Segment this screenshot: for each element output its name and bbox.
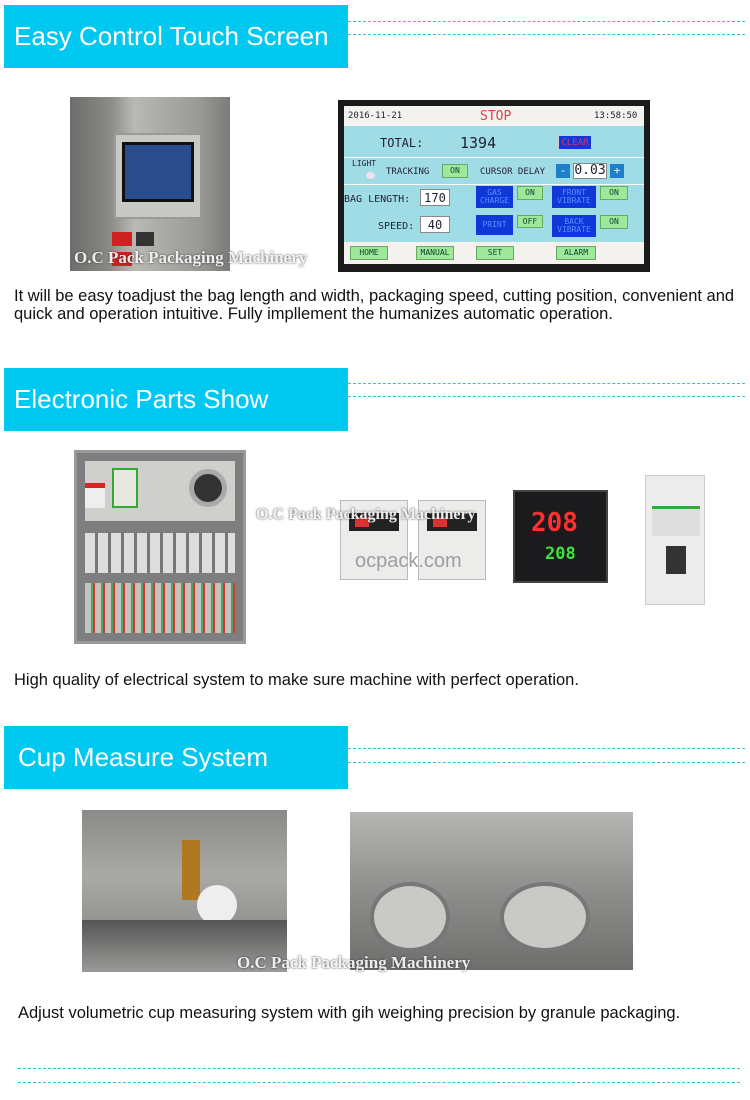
clear-button[interactable]: CLEAR: [558, 135, 592, 150]
screen-time: 13:58:50: [594, 111, 638, 121]
speed-input[interactable]: 40: [420, 216, 450, 233]
divider: [348, 762, 745, 763]
nav-alarm-button[interactable]: ALARM: [556, 246, 596, 260]
delay-minus-button[interactable]: -: [556, 164, 570, 178]
section-banner-electronic-parts: Electronic Parts Show: [4, 368, 348, 431]
electrical-cabinet-photo: [74, 450, 246, 644]
divider: [348, 21, 745, 22]
bag-length-label: BAG LENGTH:: [344, 194, 411, 205]
cup-measure-description: Adjust volumetric cup measuring system w…: [18, 1004, 681, 1022]
print-toggle[interactable]: OFF: [517, 215, 543, 228]
section-banner-cup-measure: Cup Measure System: [4, 726, 348, 789]
divider: [348, 396, 745, 397]
front-vibrate-button[interactable]: FRONT VIBRATE: [552, 186, 596, 208]
watermark: O.C Pack Packaging Machinery: [237, 953, 471, 972]
divider: [348, 383, 745, 384]
nav-home-button[interactable]: HOME: [350, 246, 388, 260]
bag-length-input[interactable]: 170: [420, 189, 450, 206]
pv-value: 208: [531, 508, 578, 538]
cup-measure-sensor-photo: [82, 810, 287, 972]
watermark-url: ocpack.com: [355, 550, 462, 572]
divider: [18, 1082, 740, 1083]
divider: [348, 748, 745, 749]
section-title: Electronic Parts Show: [14, 384, 269, 414]
electronic-parts-description: High quality of electrical system to mak…: [14, 671, 579, 689]
light-label: LIGHT: [352, 159, 377, 168]
temperature-controller-photo: 208 208: [513, 490, 608, 583]
section-title: Cup Measure System: [18, 742, 268, 772]
delay-plus-button[interactable]: +: [610, 164, 624, 178]
total-value: 1394: [460, 134, 497, 152]
total-label: TOTAL:: [380, 136, 424, 150]
watermark: O.C Pack Packaging Machinery: [74, 248, 308, 267]
inverter-photo: [340, 500, 408, 580]
gas-charge-toggle[interactable]: ON: [517, 186, 543, 200]
screen-date: 2016-11-21: [348, 111, 403, 121]
delay-input[interactable]: 0.03: [573, 163, 607, 179]
back-vibrate-button[interactable]: BACK VIBRATE: [552, 215, 596, 237]
inverter-photo: [418, 500, 486, 580]
speed-label: SPEED:: [378, 221, 415, 232]
section-banner-touch-screen: Easy Control Touch Screen: [4, 5, 348, 68]
screen-status: STOP: [480, 109, 512, 124]
cup-measure-disc-photo: [350, 812, 633, 970]
nav-set-button[interactable]: SET: [476, 246, 514, 260]
tracking-label: TRACKING: [386, 167, 430, 177]
divider: [18, 1068, 740, 1069]
machine-control-panel-photo: [70, 97, 230, 271]
touch-screen-display: 2016-11-21 STOP 13:58:50 TOTAL: 1394 CLE…: [338, 100, 650, 272]
nav-manual-button[interactable]: MANUAL: [416, 246, 454, 260]
sv-value: 208: [545, 544, 576, 564]
touch-screen-description: It will be easy toadjust the bag length …: [14, 287, 735, 323]
light-indicator-icon: [366, 172, 375, 179]
divider: [348, 34, 745, 35]
tracking-toggle[interactable]: ON: [442, 164, 468, 178]
print-button[interactable]: PRINT: [476, 215, 513, 235]
front-vibrate-toggle[interactable]: ON: [600, 186, 628, 200]
cursor-delay-label: CURSOR DELAY: [480, 167, 546, 177]
gas-charge-button[interactable]: GAS CHARGE: [476, 186, 513, 208]
section-title: Easy Control Touch Screen: [14, 21, 329, 51]
back-vibrate-toggle[interactable]: ON: [600, 215, 628, 229]
circuit-breaker-photo: [645, 475, 705, 605]
watermark: O.C Pack Packaging Machinery: [256, 506, 476, 523]
